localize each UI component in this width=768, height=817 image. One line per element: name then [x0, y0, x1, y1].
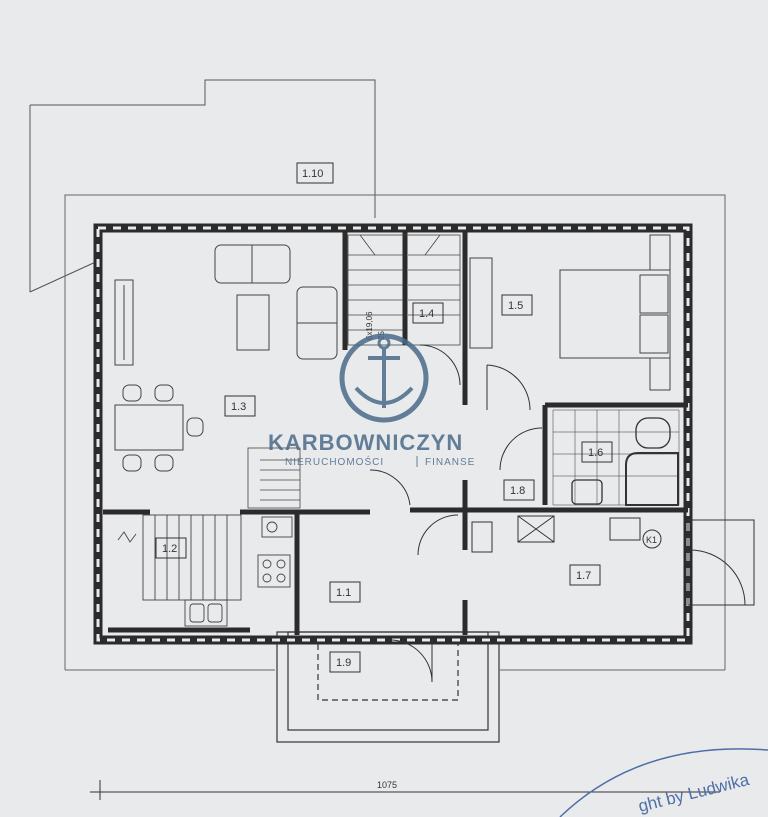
- room-1-8: 1.8: [503, 479, 535, 501]
- stairs-label-main: 6x19,06: [365, 311, 374, 340]
- room-1-4: 1.4: [412, 302, 444, 324]
- room-1-9-label: 1.9: [336, 657, 351, 669]
- room-1-9: 1.9: [329, 651, 361, 673]
- room-1-2: 1.2: [155, 537, 187, 559]
- room-1-6-label: 1.6: [588, 447, 603, 459]
- room-labels: 1.10 1.3 1.4 1.5 1.6 1.8 1.2 1.1: [155, 162, 613, 673]
- room-1-5-label: 1.5: [508, 300, 523, 312]
- room-1-7-label: 1.7: [576, 570, 591, 582]
- dining-set: [114, 384, 204, 472]
- bedroom-furniture: [469, 234, 671, 391]
- watermark-name: KARBOWNICZYN: [268, 430, 463, 455]
- watermark-subtitle-left: NIERUCHOMOŚCI: [285, 455, 384, 468]
- room-1-10: 1.10: [296, 162, 334, 184]
- utility-fixtures: [471, 515, 662, 553]
- door-swings: [369, 344, 755, 683]
- inner-walls: [103, 232, 688, 635]
- room-1-2-label: 1.2: [162, 543, 177, 555]
- boiler-label: K1: [646, 535, 657, 545]
- room-1-3-label: 1.3: [231, 401, 246, 413]
- living-room-furniture: [114, 244, 338, 366]
- room-1-3: 1.3: [224, 395, 256, 417]
- staircase: [347, 234, 461, 346]
- site-outline: [64, 194, 726, 671]
- room-1-6: 1.6: [581, 441, 613, 463]
- room-1-8-label: 1.8: [510, 485, 525, 497]
- watermark-subtitle-right: FINANSE: [425, 457, 475, 468]
- watermark: KARBOWNICZYN NIERUCHOMOŚCI FINANSE: [268, 333, 475, 468]
- room-1-1-label: 1.1: [336, 587, 351, 599]
- service-shaft: [247, 447, 301, 509]
- room-1-1: 1.1: [329, 581, 361, 603]
- bathroom-fixtures: [552, 409, 680, 506]
- anchor-logo: [339, 333, 429, 423]
- room-1-5: 1.5: [501, 294, 533, 316]
- room-1-7: 1.7: [569, 564, 601, 586]
- room-1-4-label: 1.4: [419, 308, 434, 320]
- width-dimension: 1075: [377, 780, 397, 790]
- kitchen: [117, 514, 293, 627]
- dimension-line: [90, 780, 720, 800]
- room-1-10-label: 1.10: [302, 168, 323, 180]
